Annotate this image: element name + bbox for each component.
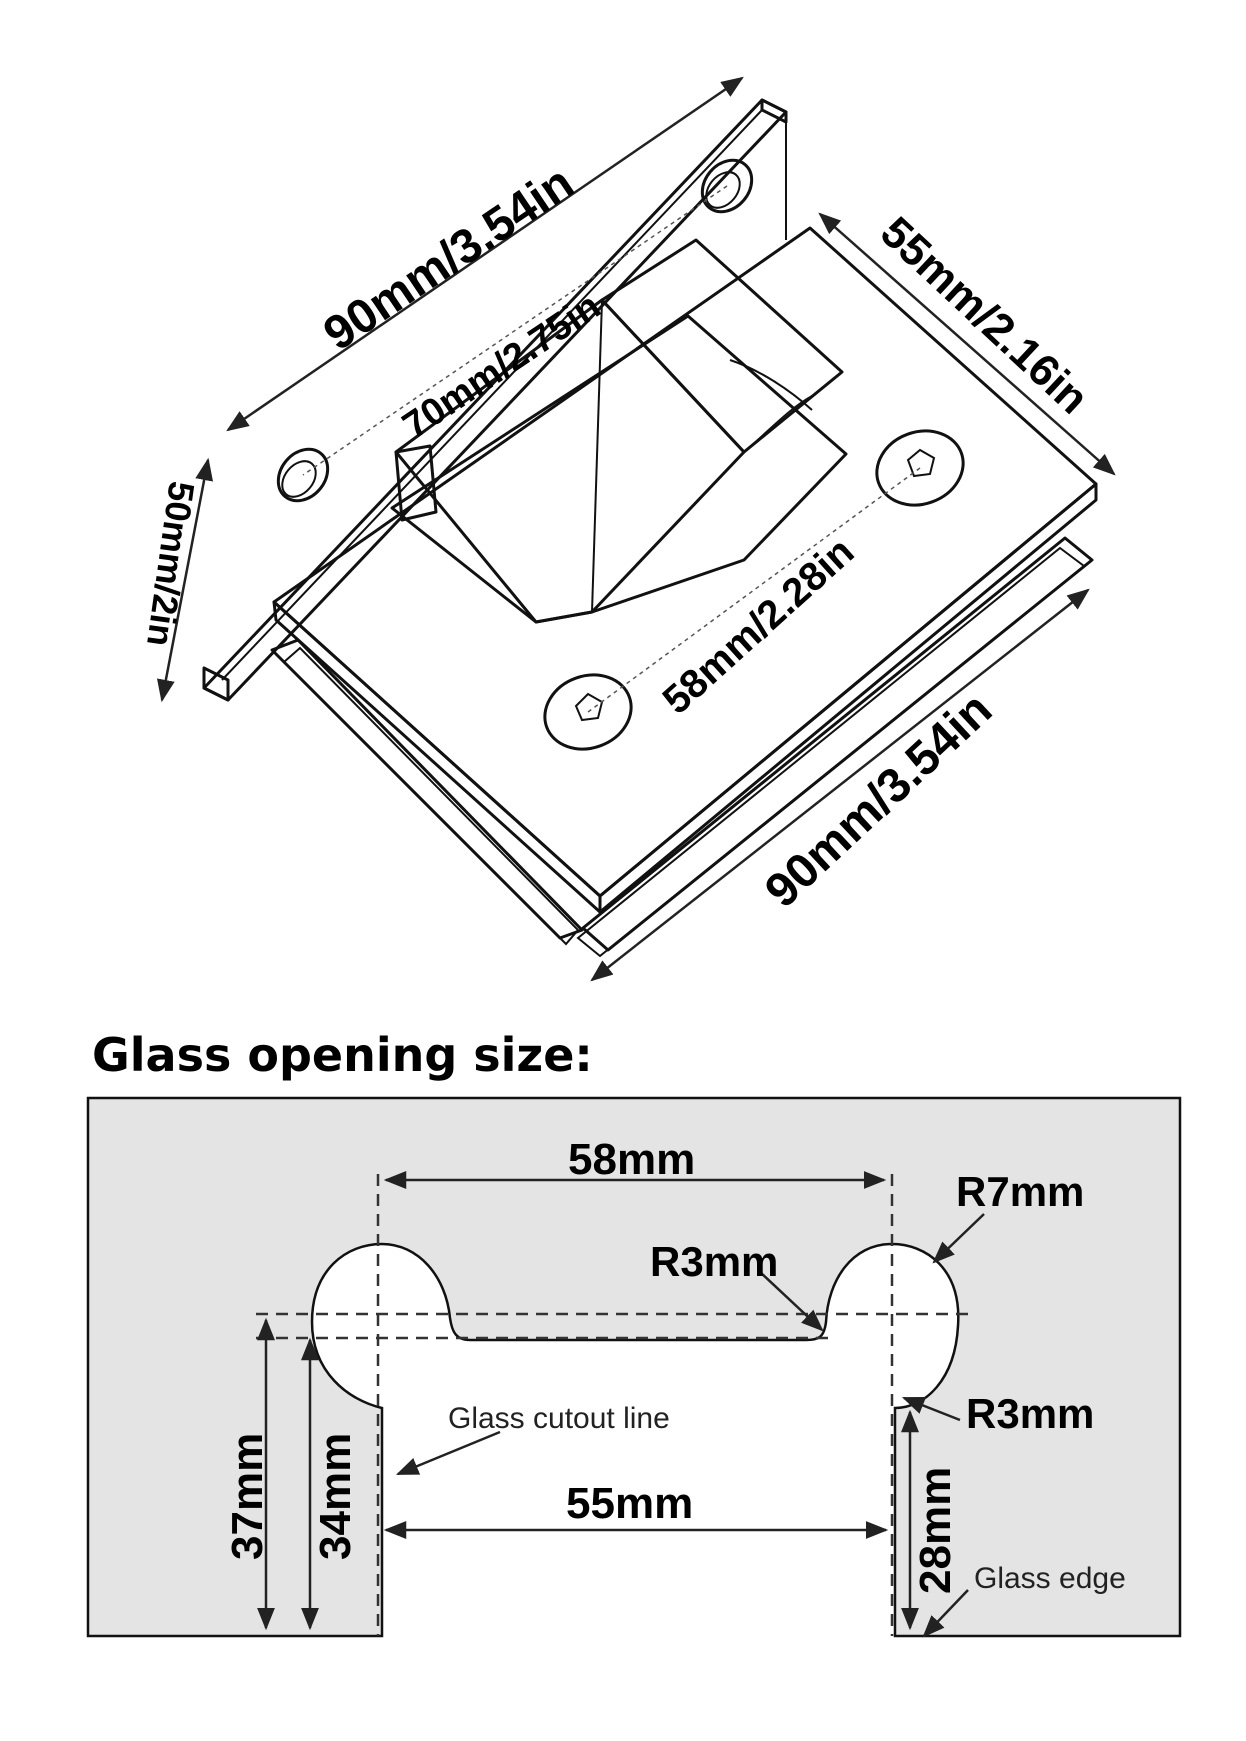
dim-label-outer-depth: 37mm	[223, 1433, 272, 1560]
leader-inner-radius-top	[759, 1271, 824, 1332]
dim-label-side-depth: 28mm	[911, 1467, 960, 1594]
label-glass-edge: Glass edge	[974, 1562, 1126, 1595]
dim-arrow-plate-height	[156, 457, 214, 703]
hinge-body	[202, 98, 1098, 958]
dim-label-bottom-span: 55mm	[566, 1479, 693, 1528]
dim-label-screw-spacing: 58mm/2.28in	[655, 529, 863, 722]
dim-label-side-width: 55mm/2.16in	[871, 207, 1098, 423]
dim-arrow-side-width	[818, 212, 1116, 476]
leader-cutout-line	[395, 1430, 501, 1476]
glass-opening-drawing	[86, 1096, 1182, 1638]
dim-label-top-span: 58mm	[568, 1135, 695, 1184]
plate-hole-lower	[276, 447, 330, 503]
wall-plate-front	[202, 98, 788, 702]
leader-large-radius	[932, 1213, 985, 1264]
screw-lower	[543, 673, 633, 751]
dim-label-center-top: 70mm/2.75in	[396, 285, 609, 447]
dim-arrow-bottom-length	[590, 588, 1090, 982]
dim-label-inner-radius-side: R3mm	[966, 1390, 1094, 1437]
leader-glass-edge	[922, 1589, 969, 1638]
dim-label-plate-height: 50mm/2in	[139, 479, 203, 649]
dim-arrow-top-length	[226, 76, 744, 432]
dim-label-inner-depth: 34mm	[311, 1433, 360, 1560]
dim-label-inner-radius-top: R3mm	[650, 1238, 778, 1285]
dim-label-large-radius: R7mm	[956, 1168, 1084, 1215]
leader-inner-radius-side	[901, 1396, 961, 1422]
label-cutout-line: Glass cutout line	[448, 1402, 670, 1435]
glass-opening-heading: Glass opening size:	[92, 1028, 593, 1082]
